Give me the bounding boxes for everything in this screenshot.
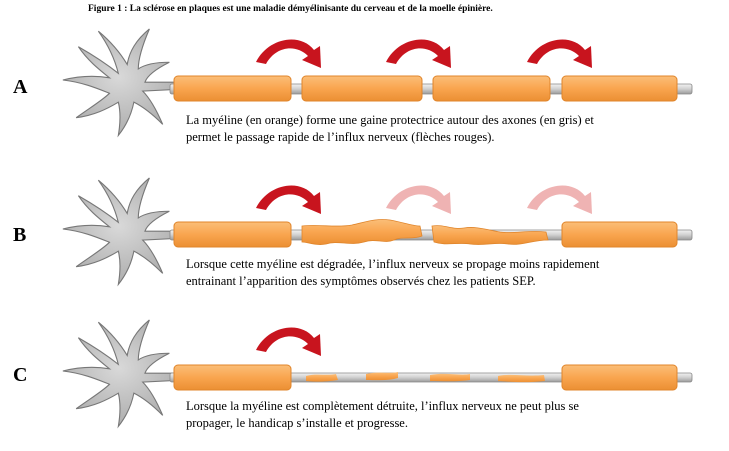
myelin-segment-b1	[173, 221, 292, 248]
panel-letter-b: B	[13, 224, 27, 246]
neuron-cell-body-b	[62, 177, 188, 286]
myelin-segment-a3	[432, 75, 551, 102]
panel-letter-c: C	[13, 364, 28, 386]
caption-b-line2: entrainant l’apparition des symptômes ob…	[186, 274, 536, 288]
signal-arrow-a3	[527, 39, 592, 68]
caption-b-line1: Lorsque cette myéline est dégradée, l’in…	[186, 257, 600, 271]
myelin-segment-c1	[173, 364, 292, 391]
damaged-myelin-b2	[301, 219, 423, 245]
myelin-segment-c4	[561, 364, 678, 391]
caption-c-line1: Lorsque la myéline est complètement détr…	[186, 399, 579, 413]
myelin-segment-a1	[173, 75, 292, 102]
neuron-cell-body-a	[62, 28, 188, 137]
panel-b	[62, 177, 693, 286]
myelin-fragment-c1	[306, 374, 338, 382]
signal-arrow-b2-faded	[386, 185, 451, 214]
caption-a-line2: permet le passage rapide de l’influx ner…	[186, 130, 495, 144]
myelin-segment-a2	[301, 75, 423, 102]
signal-arrow-a1	[256, 39, 321, 68]
panel-letter-a: A	[13, 76, 28, 98]
signal-arrow-a2	[386, 39, 451, 68]
myelin-segment-a4	[561, 75, 678, 102]
myelin-fragment-c3	[430, 373, 470, 382]
panel-c	[62, 319, 693, 428]
damaged-myelin-b3	[431, 225, 549, 245]
panel-a	[62, 28, 693, 137]
signal-arrow-c1	[256, 327, 321, 356]
signal-arrow-b3-faded	[527, 185, 592, 214]
caption-a-line1: La myéline (en orange) forme une gaine p…	[186, 113, 594, 127]
myelin-fragment-c2	[366, 372, 398, 381]
signal-arrow-b1	[256, 185, 321, 214]
neuron-cell-body-c	[62, 319, 188, 428]
myelin-fragment-c4	[498, 374, 545, 383]
caption-c-line2: propager, le handicap s’installe et prog…	[186, 416, 408, 430]
signal-arrows-a	[256, 39, 592, 68]
myelin-segment-b4	[561, 221, 678, 248]
figure-title: Figure 1 : La sclérose en plaques est un…	[88, 4, 493, 14]
